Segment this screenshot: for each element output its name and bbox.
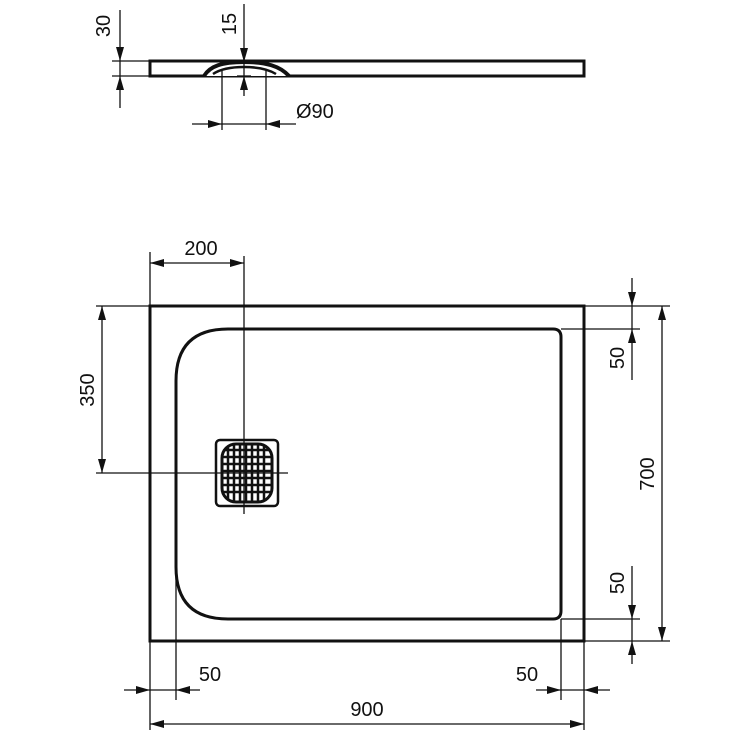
- dim-depth-label: 30: [93, 15, 115, 37]
- dim-depth: 30: [93, 10, 150, 108]
- dim-margin-right-label: 50: [516, 664, 538, 686]
- dim-margin-right: 50: [516, 619, 610, 730]
- dim-waste-diameter: Ø90: [192, 70, 334, 130]
- dim-waste-offset-y-label: 350: [77, 373, 99, 406]
- dim-height: 700: [584, 305, 670, 642]
- dim-waste-recess-label: 15: [219, 13, 241, 35]
- dim-margin-left-label: 50: [199, 664, 221, 686]
- dim-waste-diameter-label: Ø90: [296, 101, 334, 123]
- side-profile: 30 15 Ø90: [93, 4, 586, 130]
- dim-margin-top: 50: [561, 278, 640, 380]
- tray-basin: [174, 327, 563, 621]
- dim-margin-bottom-label: 50: [607, 572, 629, 594]
- dim-width-label: 900: [350, 699, 383, 721]
- dim-margin-top-label: 50: [607, 347, 629, 369]
- dim-waste-offset-x-label: 200: [184, 238, 217, 260]
- dim-waste-offset-y: 350: [77, 305, 150, 473]
- dim-height-label: 700: [637, 457, 659, 490]
- dim-margin-left: 50: [124, 567, 221, 730]
- dim-width: 900: [150, 699, 584, 728]
- plan-view: [96, 256, 586, 643]
- waste-recess-profile: [202, 59, 291, 78]
- tray-profile: [148, 59, 586, 78]
- dim-margin-bottom: 50: [561, 566, 640, 664]
- dim-waste-offset-x: 200: [149, 238, 244, 306]
- dim-waste-recess: 15: [219, 4, 251, 96]
